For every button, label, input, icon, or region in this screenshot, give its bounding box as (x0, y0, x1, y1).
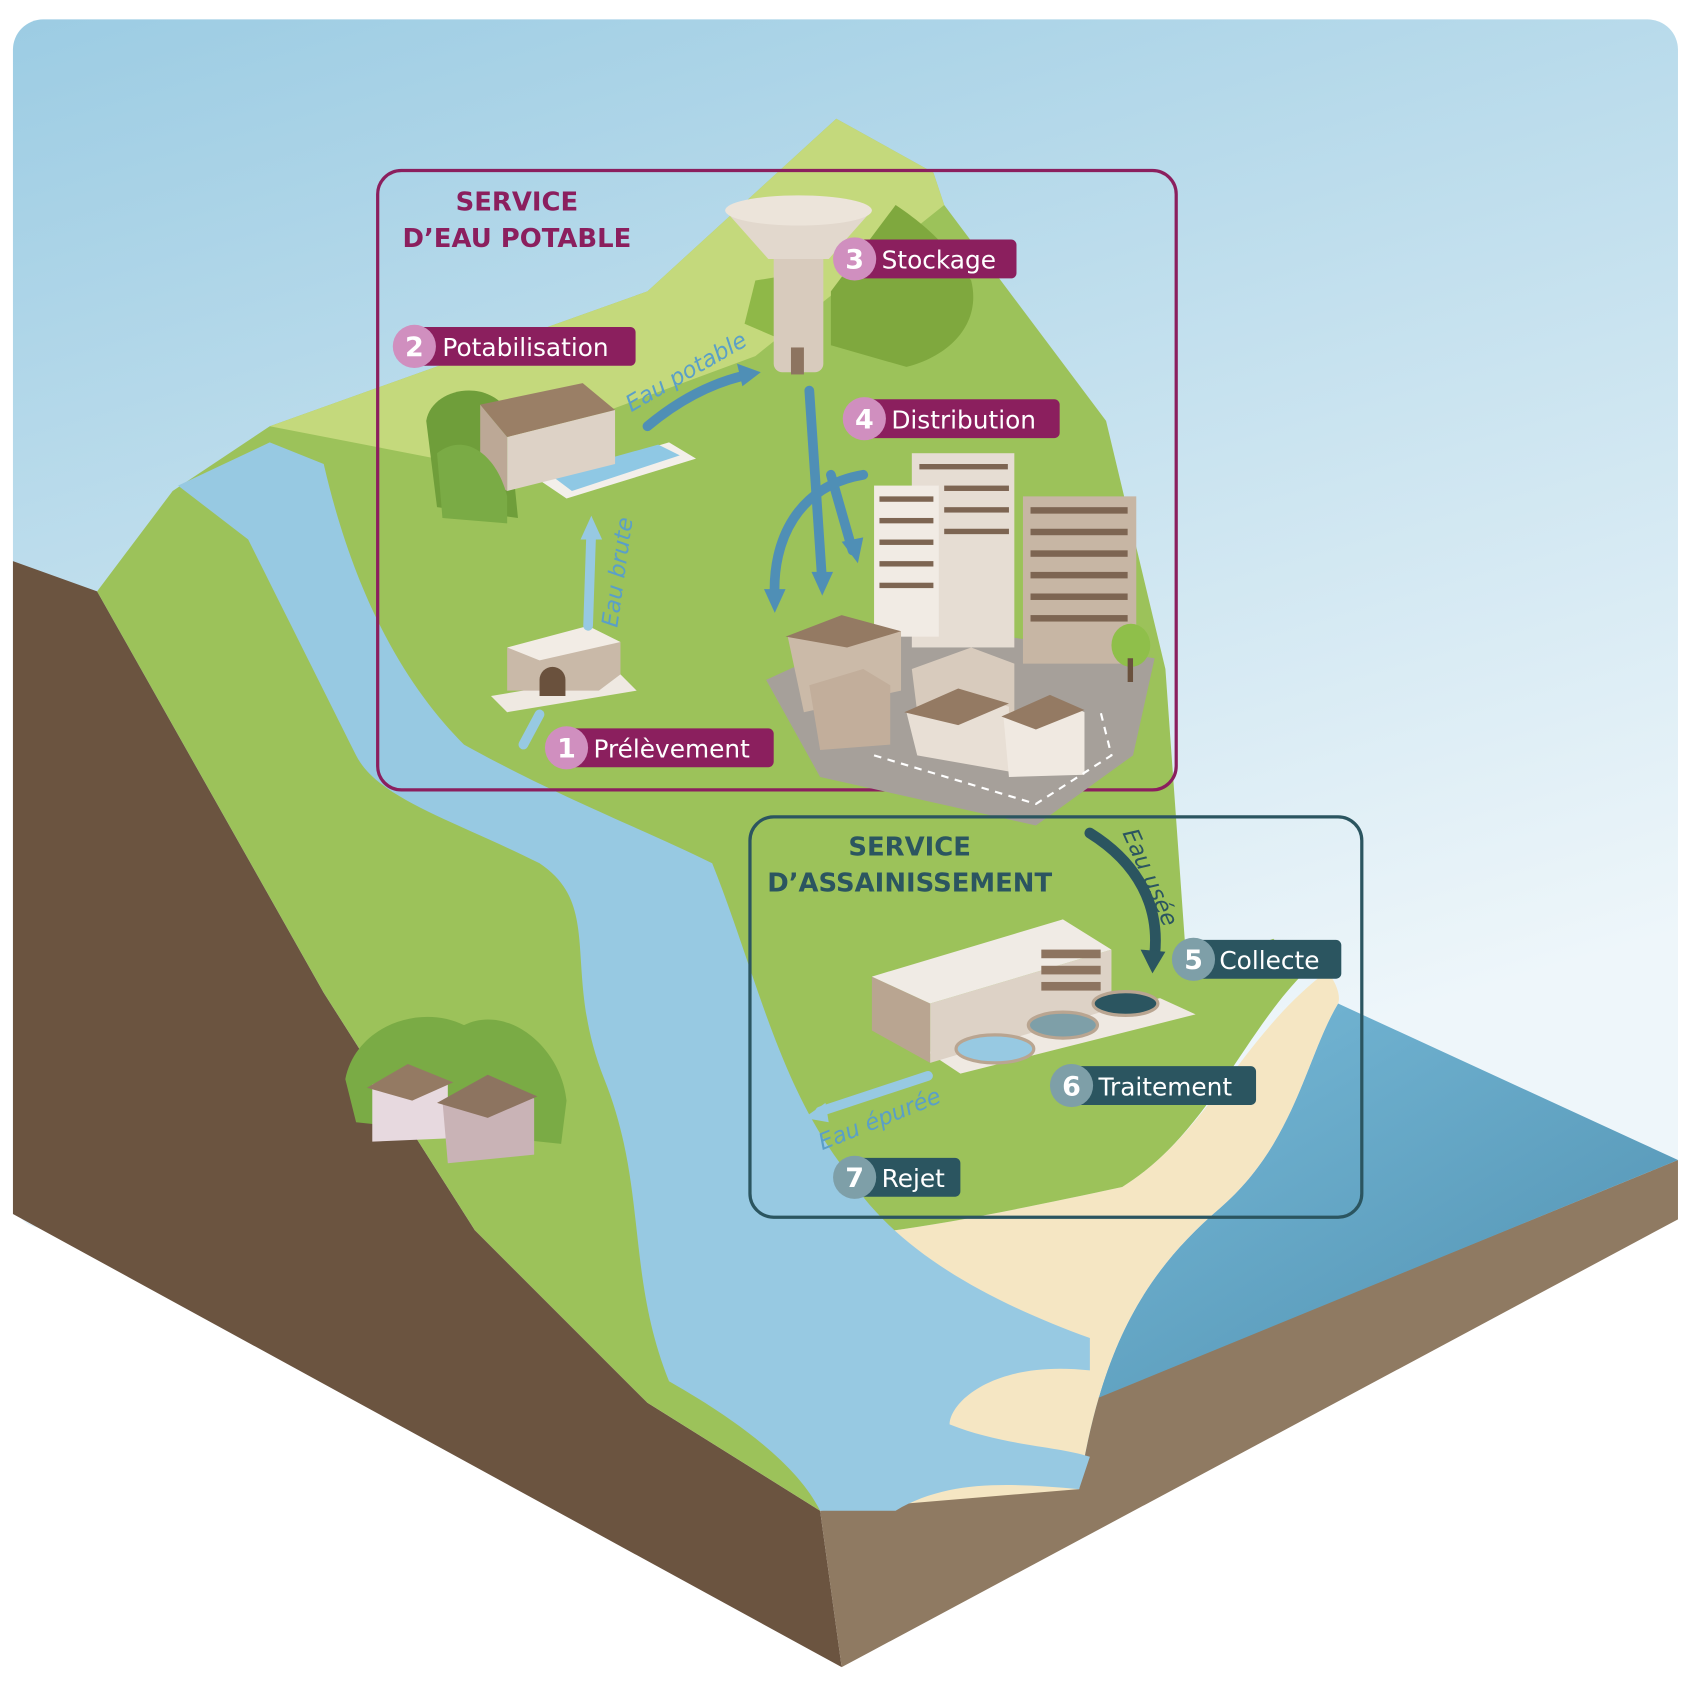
river (178, 442, 1090, 1511)
step-4-label: Distribution (891, 405, 1036, 434)
ground-front-face (820, 1160, 1678, 1668)
intake-building-icon (490, 625, 637, 713)
step-5-number: 5 (1184, 945, 1203, 976)
arrowheads-potable (580, 363, 864, 613)
potable-service-frame (376, 168, 1178, 792)
arrow-distribution-left (769, 469, 869, 604)
step-1-badge: 1 Prélèvement (544, 726, 774, 770)
step-7-number: 7 (845, 1163, 864, 1194)
treatment-plant-icon (426, 383, 697, 524)
wastewater-plant-icon (871, 919, 1196, 1074)
step-3-number: 3 (845, 245, 864, 276)
arrow-treated-water (815, 1070, 933, 1117)
step-7-label: Rejet (882, 1164, 946, 1193)
arrow-used-water (1084, 827, 1161, 961)
step-4-badge: 4 Distribution (842, 397, 1060, 441)
arrowhead-used-water (1140, 949, 1166, 974)
potable-service-title-line1: SERVICE (456, 187, 579, 217)
potable-service-title-line2: D’EAU POTABLE (403, 224, 632, 254)
sanitation-service-title-line1: SERVICE (848, 833, 971, 863)
arrow-raw-water-up (583, 523, 597, 631)
city-icon (766, 453, 1155, 826)
step-5-label: Collecte (1219, 946, 1319, 975)
arrowhead-treated-water (803, 1102, 829, 1123)
step-3-label: Stockage (882, 246, 996, 275)
step-6-badge: 6 Traitement (1049, 1063, 1257, 1108)
step-6-number: 6 (1062, 1071, 1081, 1102)
sea (836, 1003, 1678, 1506)
cliff-left-face (12, 561, 842, 1668)
step-1-number: 1 (557, 734, 576, 765)
flow-arrows-potable (518, 370, 869, 750)
arrow-potable-water (642, 370, 750, 432)
step-6-label: Traitement (1098, 1072, 1233, 1101)
arrow-distribution-main (804, 385, 828, 588)
step-2-number: 2 (405, 332, 424, 363)
arrow-raw-water (518, 709, 545, 750)
step-2-label: Potabilisation (442, 333, 608, 362)
flow-arrows-sanitation (815, 827, 1161, 1117)
step-4-number: 4 (855, 404, 874, 435)
village-icon (345, 1016, 567, 1164)
step-5-badge: 5 Collecte (1171, 937, 1342, 981)
sanitation-service-title-line2: D’ASSAINISSEMENT (767, 868, 1052, 898)
step-7-badge: 7 Rejet (833, 1155, 961, 1199)
sanitation-service-frame (748, 815, 1364, 1219)
step-1-label: Prélèvement (593, 735, 750, 764)
step-3-badge: 3 Stockage (833, 237, 1017, 281)
step-2-badge: 2 Potabilisation (392, 324, 636, 368)
